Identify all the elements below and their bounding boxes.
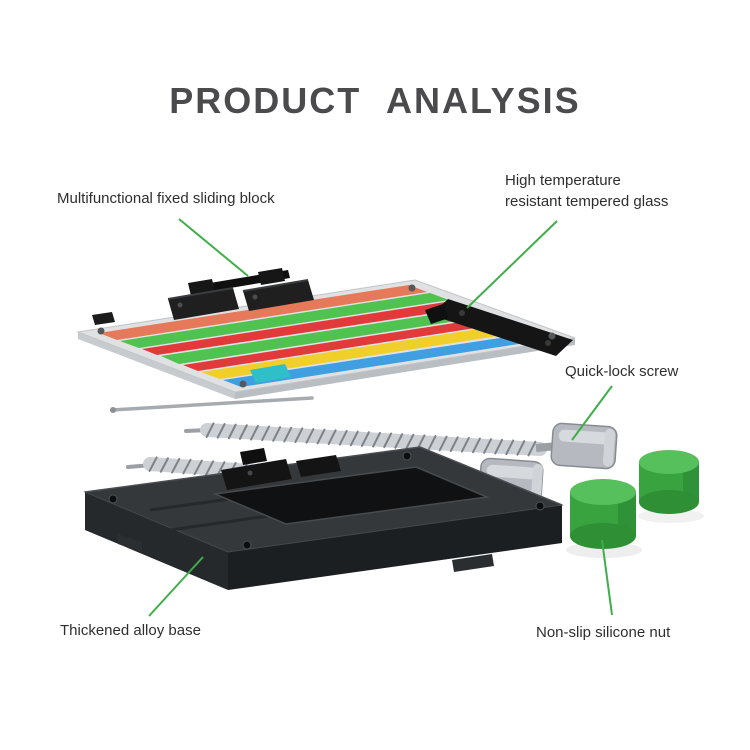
callout-label-quick-lock-screw: Quick-lock screw bbox=[565, 363, 679, 380]
spring-screw-top bbox=[200, 422, 547, 457]
callout-label-alloy-base: Thickened alloy base bbox=[60, 622, 201, 639]
sliding-blocks bbox=[92, 268, 314, 325]
base-screw-holes bbox=[108, 451, 545, 550]
guide-pin bbox=[110, 396, 314, 412]
callout-line-silicone-nut bbox=[601, 539, 613, 616]
plate-screw-holes bbox=[97, 284, 556, 388]
colored-template-zones bbox=[99, 285, 551, 387]
silicone-nut-left bbox=[570, 479, 636, 549]
silicone-nuts bbox=[566, 450, 704, 558]
callout-line-sliding-block bbox=[178, 218, 249, 277]
quick-lock-knob-top bbox=[550, 422, 618, 470]
callout-line-tempered-glass bbox=[466, 220, 558, 309]
page-title: PRODUCT ANALYSIS bbox=[169, 80, 581, 121]
callout-lines bbox=[148, 218, 613, 617]
alloy-base bbox=[83, 446, 564, 590]
metal-bracket bbox=[425, 299, 573, 356]
tempered-glass-plate bbox=[76, 279, 576, 399]
callout-label-tempered-glass: High temperature resistant tempered glas… bbox=[505, 172, 669, 210]
callout-line-alloy-base bbox=[148, 556, 204, 617]
callout-label-silicone-nut: Non-slip silicone nut bbox=[536, 624, 671, 641]
callout-line-quick-lock-screw bbox=[571, 385, 613, 441]
base-clamp-blocks bbox=[221, 448, 341, 490]
callout-label-sliding-block: Multifunctional fixed sliding block bbox=[57, 190, 275, 207]
silicone-nut-right bbox=[639, 450, 699, 514]
